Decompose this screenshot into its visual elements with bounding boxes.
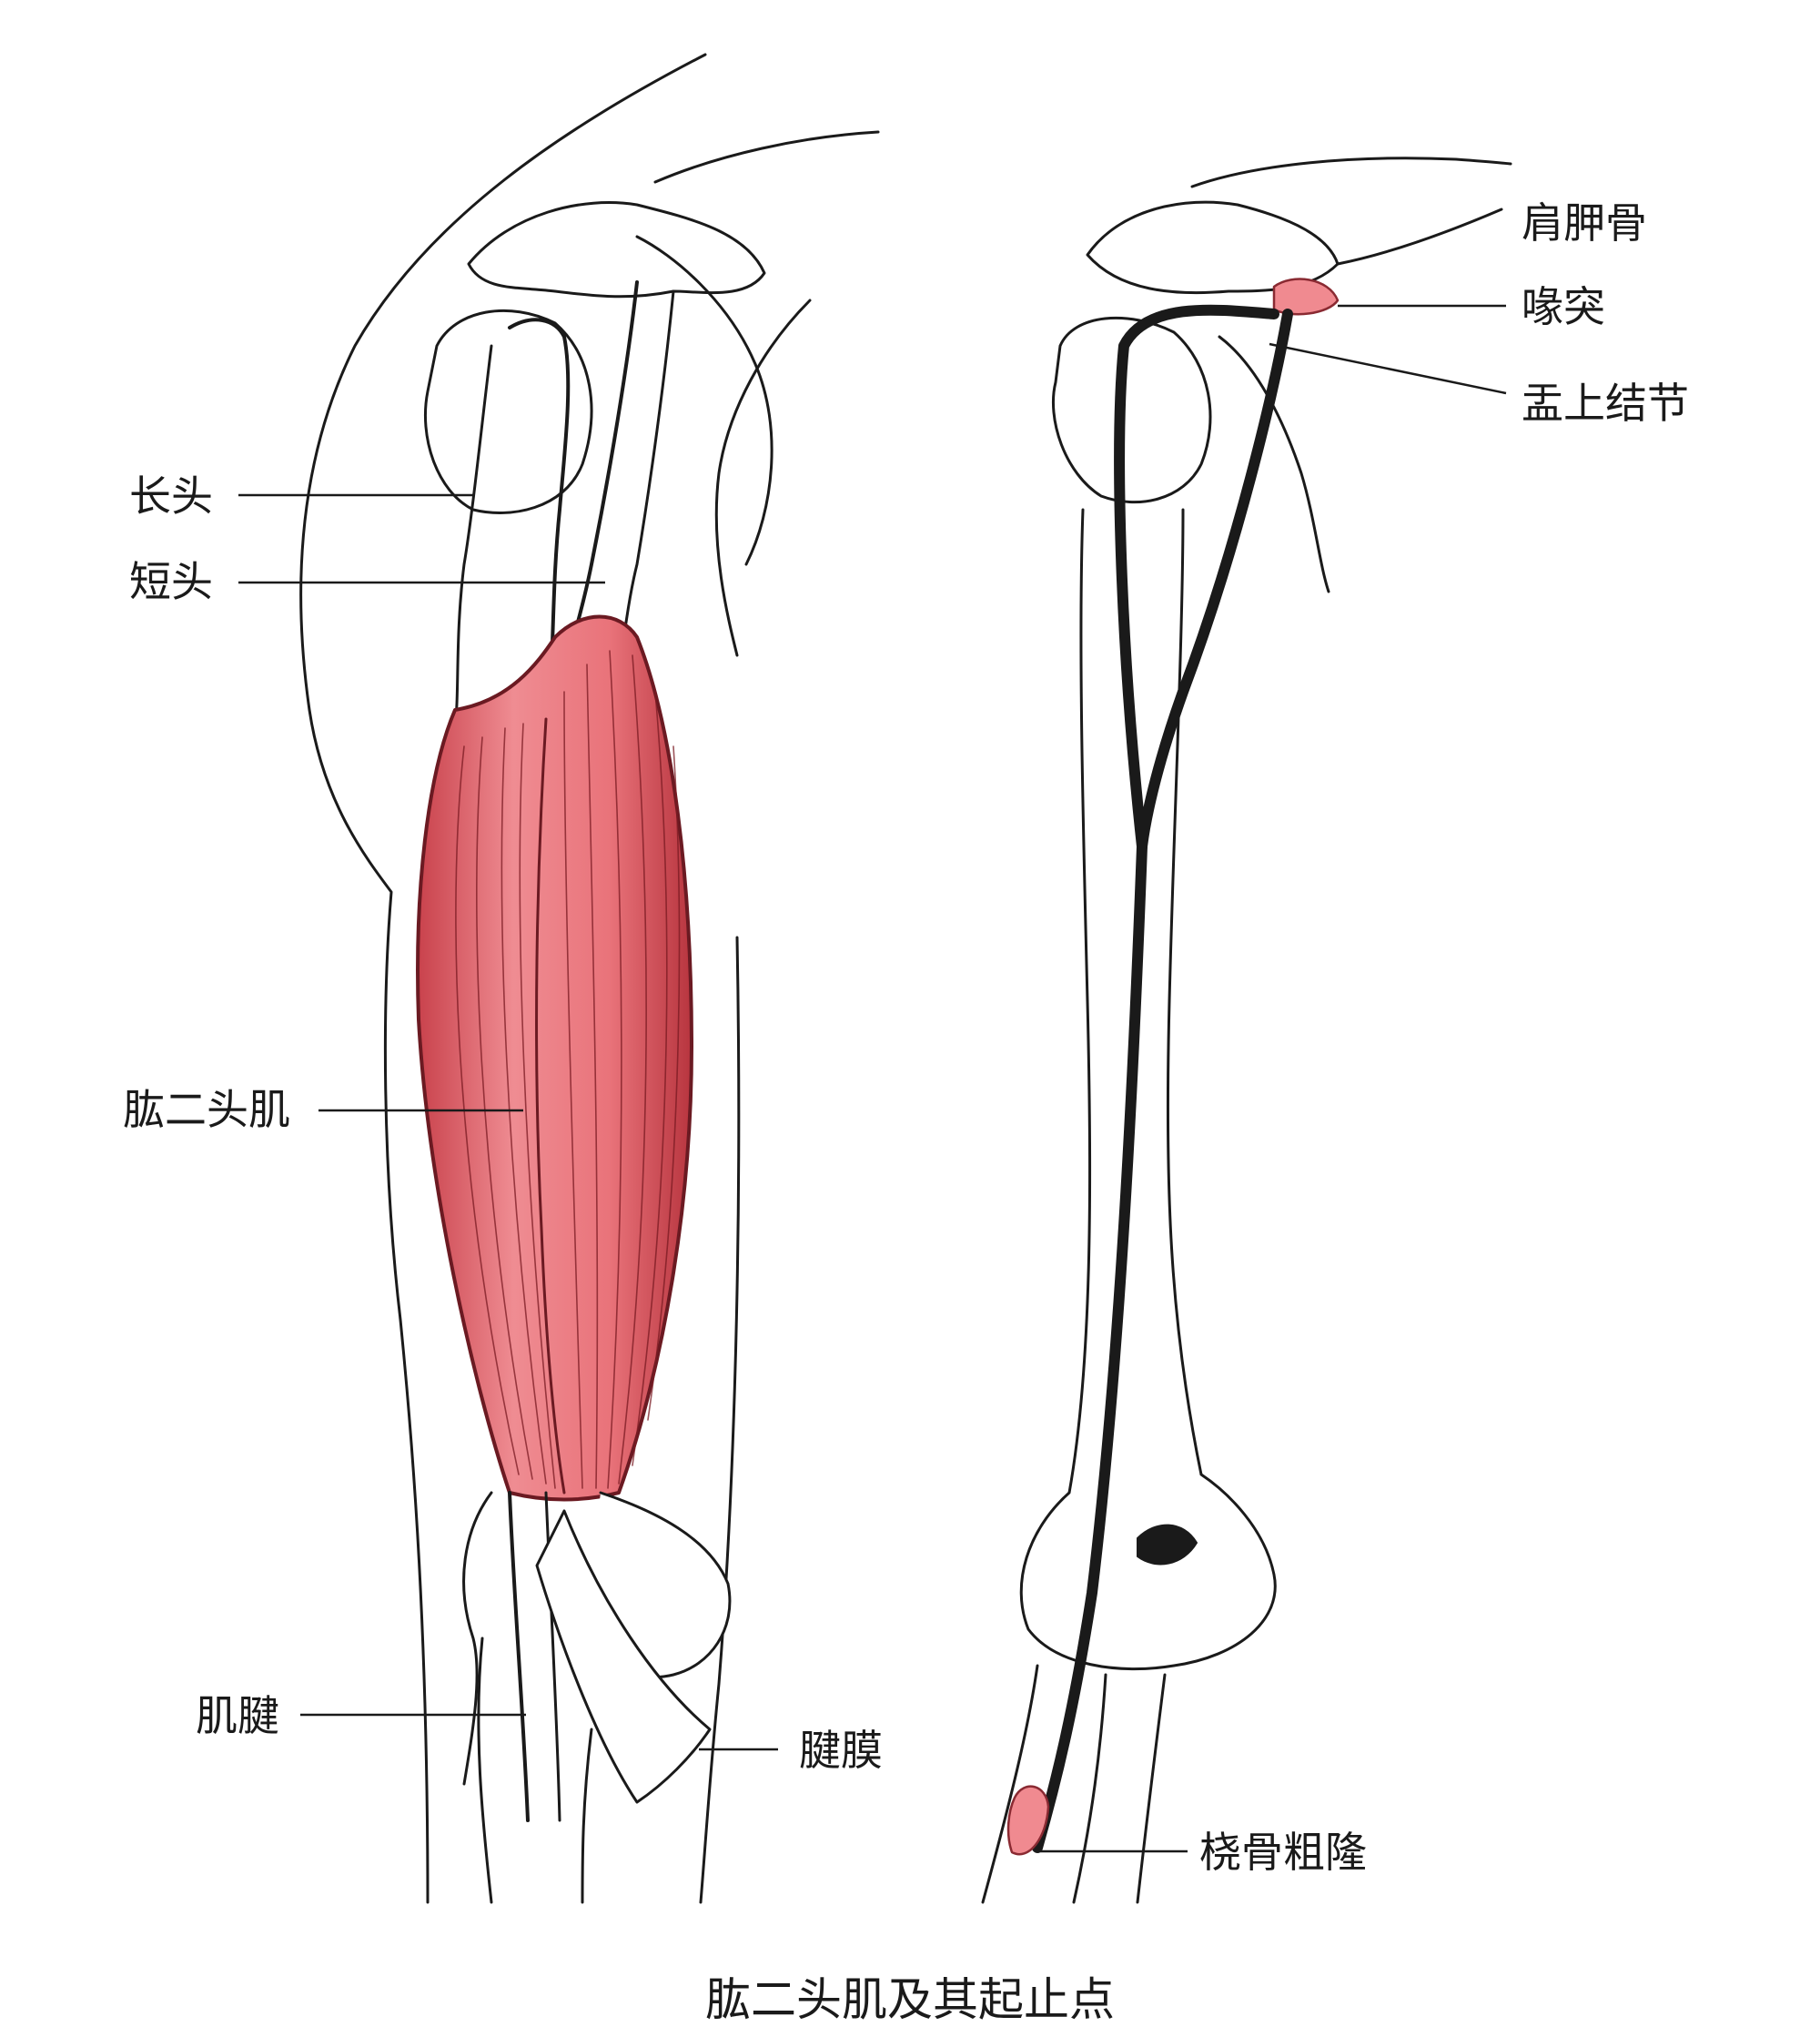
- distal-humerus: [1019, 1473, 1277, 1671]
- radial-tuberosity-marker: [1006, 1785, 1050, 1856]
- label-tendon: 肌腱: [196, 1691, 279, 1740]
- left-arm-figure: [299, 53, 880, 1904]
- leader-lines: [238, 304, 1507, 1853]
- label-coracoid: 喙突: [1522, 282, 1605, 331]
- label-short-head: 短头: [129, 557, 213, 606]
- arm-outline-left: [299, 53, 707, 1904]
- biceps-muscle: [416, 614, 693, 1502]
- scapula-outline: [1190, 157, 1512, 188]
- label-radial-tuberosity: 桡骨粗隆: [1199, 1828, 1367, 1877]
- label-supraglenoid: 盂上结节: [1522, 379, 1689, 428]
- biceps-line-short: [1137, 309, 1293, 852]
- figure-caption: 肱二头肌及其起止点: [705, 1973, 1115, 2026]
- coracoid-marker: [1272, 278, 1340, 316]
- right-bone-figure: [981, 157, 1512, 1904]
- arm-outline-right: [699, 936, 741, 1904]
- leader-supraglenoid: [1269, 342, 1507, 395]
- label-biceps: 肱二头肌: [123, 1085, 290, 1134]
- tendon-band: [508, 1491, 530, 1822]
- clavicle: [467, 201, 766, 299]
- aponeurosis-band: [535, 1509, 712, 1804]
- label-long-head: 长头: [129, 471, 213, 521]
- biceps-line-long: [1114, 304, 1279, 852]
- humerus-shaft: [1067, 508, 1092, 1495]
- biceps-line-distal: [1032, 841, 1148, 1853]
- shoulder-outline: [653, 130, 880, 184]
- label-aponeurosis: 腱膜: [799, 1726, 883, 1775]
- label-scapula: 肩胛骨: [1522, 198, 1647, 248]
- humeral-head: [423, 309, 593, 514]
